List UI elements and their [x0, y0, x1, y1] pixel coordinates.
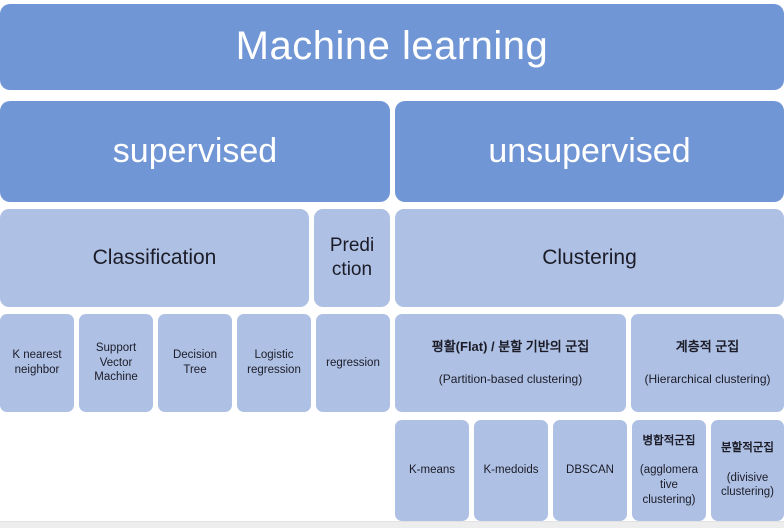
node-decision-tree-label: Decision Tree	[172, 349, 218, 376]
node-machine-learning: Machine learning	[0, 4, 784, 90]
node-hierarchical-clustering-label-kr: 계층적 군집	[675, 339, 740, 354]
node-k-means: K-means	[395, 420, 469, 521]
node-prediction-label: Predi ction	[329, 234, 375, 280]
node-divisive-clustering-label-kr: 분할적군집	[721, 442, 774, 455]
node-classification: Classification	[0, 209, 309, 307]
node-classification-label: Classification	[92, 245, 217, 269]
node-support-vector-machine-label: Support Vector Machine	[94, 341, 138, 384]
node-supervised: supervised	[0, 101, 390, 202]
node-k-medoids: K-medoids	[474, 420, 548, 521]
node-supervised-label: supervised	[112, 131, 278, 170]
node-k-nearest-neighbor: K nearest neighbor	[0, 314, 74, 412]
node-hierarchical-clustering: 계층적 군집 (Hierarchical clustering)	[631, 314, 784, 412]
node-decision-tree: Decision Tree	[158, 314, 232, 412]
node-divisive-clustering-label-en: (divisive clustering)	[720, 471, 775, 499]
node-machine-learning-label: Machine learning	[235, 24, 549, 69]
node-hierarchical-clustering-label-en: (Hierarchical clustering)	[644, 371, 771, 386]
node-partition-based-clustering-label-kr: 평활(Flat) / 분할 기반의 군집	[431, 339, 590, 354]
node-dbscan-label: DBSCAN	[566, 464, 614, 477]
node-prediction: Predi ction	[314, 209, 390, 307]
node-dbscan: DBSCAN	[553, 420, 627, 521]
node-support-vector-machine: Support Vector Machine	[79, 314, 153, 412]
node-clustering: Clustering	[395, 209, 784, 307]
node-k-medoids-label: K-medoids	[483, 464, 539, 477]
node-unsupervised: unsupervised	[395, 101, 784, 202]
node-agglomerative-clustering-label-kr: 병합적군집	[642, 434, 696, 447]
bottom-strip	[0, 521, 784, 528]
node-k-nearest-neighbor-label: K nearest neighbor	[12, 349, 62, 376]
node-regression-label: regression	[326, 356, 380, 369]
node-logistic-regression: Logistic regression	[237, 314, 311, 412]
node-logistic-regression-label: Logistic regression	[247, 349, 301, 376]
node-agglomerative-clustering: 병합적군집 (agglomera tive clustering)	[632, 420, 706, 521]
node-divisive-clustering: 분할적군집 (divisive clustering)	[711, 420, 784, 521]
node-clustering-label: Clustering	[542, 245, 637, 269]
node-unsupervised-label: unsupervised	[488, 131, 691, 170]
node-agglomerative-clustering-label-en: (agglomera tive clustering)	[639, 464, 699, 506]
node-partition-based-clustering-label-en: (Partition-based clustering)	[438, 371, 583, 386]
node-k-means-label: K-means	[408, 464, 456, 477]
node-partition-based-clustering: 평활(Flat) / 분할 기반의 군집 (Partition-based cl…	[395, 314, 626, 412]
node-regression: regression	[316, 314, 390, 412]
